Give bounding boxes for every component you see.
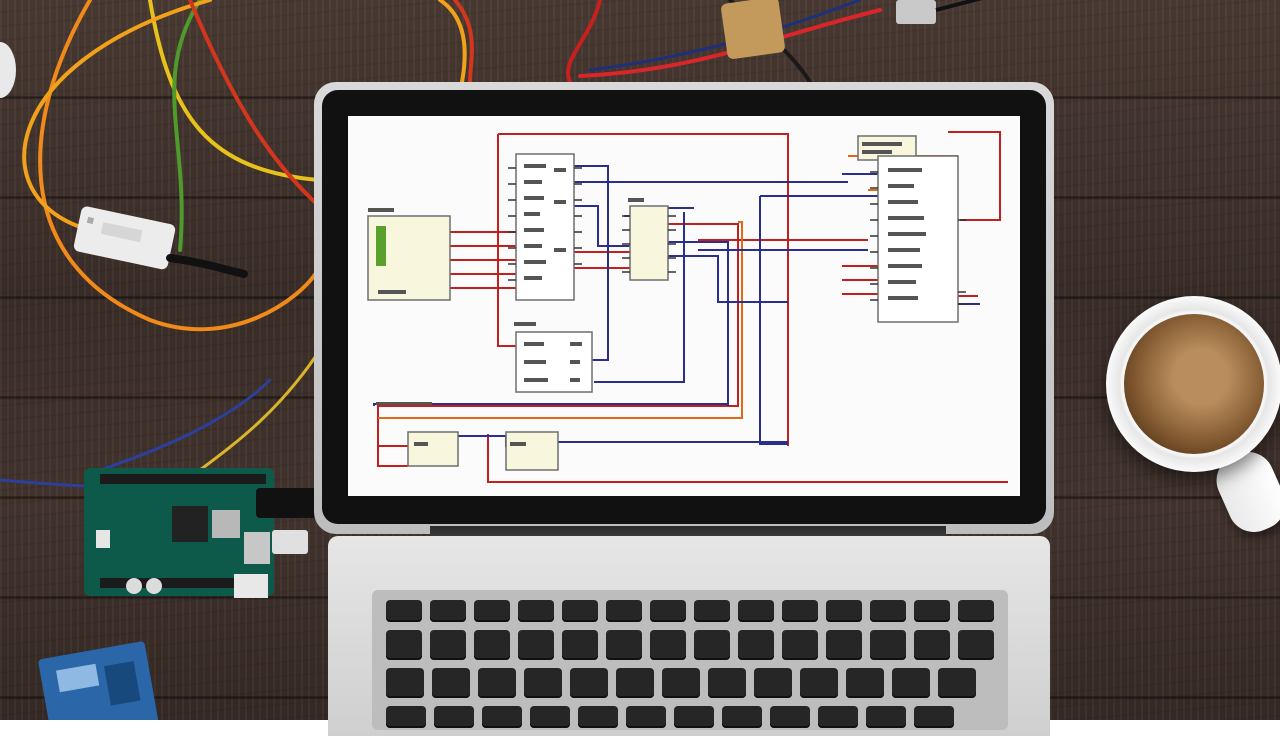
keyboard-key	[606, 630, 642, 660]
keyboard-key	[626, 706, 666, 728]
keyboard-key	[818, 706, 858, 728]
keyboard-key	[474, 630, 510, 660]
keyboard-key	[914, 630, 950, 660]
circuit-schematic	[367, 131, 1008, 483]
keyboard-key	[434, 706, 474, 728]
keyboard-key	[914, 706, 954, 728]
keyboard-key	[754, 668, 792, 698]
component-ic-small	[629, 205, 669, 281]
keyboard-key	[826, 630, 862, 660]
component-ic-main	[515, 153, 575, 301]
keyboard-key	[694, 600, 730, 622]
keyboard-key	[674, 706, 714, 728]
keyboard-key	[708, 668, 746, 698]
white-round-object	[0, 42, 16, 98]
keyboard-key	[662, 668, 700, 698]
keyboard-key	[870, 600, 906, 622]
keyboard-key	[958, 600, 994, 622]
keyboard-key	[430, 600, 466, 622]
pin-label-marks	[368, 142, 926, 446]
keyboard-key	[938, 668, 976, 698]
usb-module	[73, 206, 176, 270]
keyboard-key	[386, 600, 422, 622]
keyboard-key	[474, 600, 510, 622]
keyboard-key	[518, 630, 554, 660]
keyboard-key	[770, 706, 810, 728]
usb-cable-laptop	[256, 488, 328, 518]
keyboard-key	[386, 630, 422, 660]
component-pins	[508, 167, 966, 305]
arduino-board	[84, 468, 308, 598]
jumper-wires	[0, 0, 882, 488]
laptop-screen	[348, 116, 1020, 496]
keyboard-key	[866, 706, 906, 728]
keyboard-key	[562, 600, 598, 622]
keyboard-key	[782, 630, 818, 660]
schematic-components	[367, 135, 959, 471]
keyboard-key	[722, 706, 762, 728]
keyboard-key	[386, 706, 426, 728]
usb-cable	[166, 254, 248, 278]
desk-objects	[0, 0, 983, 720]
keyboard-key	[846, 668, 884, 698]
keyboard-key	[650, 600, 686, 622]
keyboard-key	[524, 668, 562, 698]
keyboard-key	[432, 668, 470, 698]
keyboard-key	[958, 630, 994, 660]
keyboard-key	[482, 706, 522, 728]
keyboard-key	[430, 630, 466, 660]
keyboard-key	[738, 600, 774, 622]
component-block-bottom-mid	[505, 431, 559, 471]
laptop-keyboard	[372, 590, 1008, 730]
keyboard-key	[578, 706, 618, 728]
keyboard-key	[562, 630, 598, 660]
keyboard-key	[616, 668, 654, 698]
keyboard-key	[518, 600, 554, 622]
sensor-module	[896, 0, 936, 24]
keyboard-key	[386, 668, 424, 698]
keyboard-key	[650, 630, 686, 660]
coffee	[1124, 314, 1264, 454]
keyboard-key	[800, 668, 838, 698]
keyboard-key	[870, 630, 906, 660]
keyboard-key	[478, 668, 516, 698]
blue-pcb	[38, 641, 160, 720]
schematic-red-wires	[377, 131, 1008, 483]
keyboard-key	[826, 600, 862, 622]
keyboard-key	[530, 706, 570, 728]
keyboard-key	[914, 600, 950, 622]
component-block-bottom-left	[407, 431, 459, 467]
keyboard-key	[738, 630, 774, 660]
keyboard-key	[570, 668, 608, 698]
keyboard-key	[606, 600, 642, 622]
keyboard-key	[694, 630, 730, 660]
component-ic-right	[877, 155, 959, 323]
tape-roll	[721, 0, 785, 59]
keyboard-key	[892, 668, 930, 698]
schematic-blue-wires	[373, 165, 980, 447]
keyboard-key	[782, 600, 818, 622]
